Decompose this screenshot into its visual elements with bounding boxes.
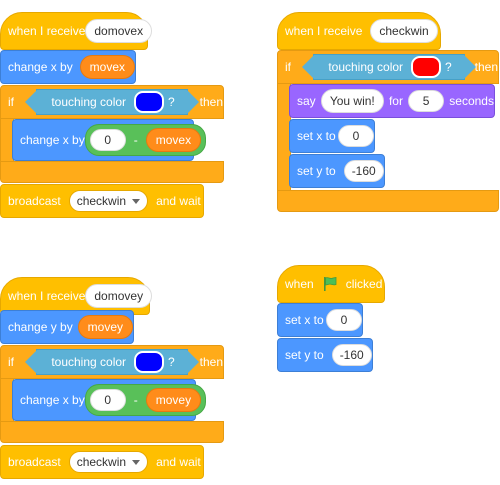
if-label: if	[8, 95, 14, 109]
change-y-block[interactable]: change y by movey	[0, 310, 134, 344]
color-swatch[interactable]	[134, 351, 165, 373]
say-for-seconds-block[interactable]: say You win! for 5 seconds	[289, 84, 495, 118]
x-input[interactable]: 0	[338, 125, 374, 147]
hat-label: when I receive	[8, 24, 86, 38]
change-x-block[interactable]: change x by movex	[0, 50, 136, 84]
when-i-receive-block[interactable]: when I receive domovey	[0, 277, 153, 315]
if-bottom-arm	[0, 161, 224, 183]
question-mark: ?	[445, 60, 452, 74]
broadcast-and-wait-block[interactable]: broadcast checkwin and wait	[0, 184, 204, 218]
color-swatch[interactable]	[134, 91, 165, 113]
touching-color-block[interactable]: touching color ?	[25, 349, 200, 375]
touching-color-block[interactable]: touching color ?	[25, 89, 200, 115]
number-input[interactable]: 0	[89, 389, 126, 411]
if-block[interactable]: if touching color ? then	[0, 345, 224, 379]
broadcast-label: broadcast	[8, 194, 61, 208]
when-label: when	[285, 277, 314, 291]
say-label: say	[297, 94, 316, 108]
say-text-input[interactable]: You win!	[320, 89, 384, 113]
then-label: then	[199, 95, 223, 109]
touching-color-label: touching color	[51, 355, 127, 369]
dropdown-text: checkwin	[76, 194, 127, 208]
and-wait-label: and wait	[156, 455, 201, 469]
inner-change-x-block[interactable]: change x by 0 - movey	[12, 379, 207, 421]
y-input[interactable]: -160	[343, 160, 384, 182]
change-x-label: change x by	[20, 133, 85, 147]
number-input[interactable]: 0	[89, 129, 126, 151]
broadcast-message-dropdown[interactable]: checkwin	[68, 451, 149, 473]
color-swatch[interactable]	[411, 56, 442, 78]
minus-sign: -	[133, 393, 138, 407]
broadcast-label: broadcast	[8, 455, 61, 469]
set-x-block[interactable]: set x to 0	[289, 119, 375, 153]
set-y-label: set y to	[285, 348, 324, 362]
touching-color-label: touching color	[51, 95, 127, 109]
x-input[interactable]: 0	[326, 309, 362, 331]
if-label: if	[8, 355, 14, 369]
y-input[interactable]: -160	[331, 344, 372, 366]
movex-variable[interactable]: movex	[145, 128, 202, 152]
if-label: if	[285, 60, 291, 74]
set-y-block[interactable]: set y to -160	[277, 338, 373, 372]
minus-sign: -	[133, 133, 138, 147]
chevron-down-icon	[132, 459, 141, 465]
inner-change-x-block[interactable]: change x by 0 - movex	[12, 119, 207, 161]
set-x-label: set x to	[285, 313, 324, 327]
when-i-receive-block[interactable]: when I receive domovex	[0, 12, 153, 50]
broadcast-and-wait-block[interactable]: broadcast checkwin and wait	[0, 445, 204, 479]
if-block[interactable]: if touching color ? then	[0, 85, 224, 119]
hat-label: when I receive	[8, 289, 86, 303]
change-x-label: change x by	[20, 393, 85, 407]
change-x-label: change x by	[8, 60, 73, 74]
when-flag-clicked-block[interactable]: when clicked	[277, 265, 385, 303]
set-x-label: set x to	[297, 129, 336, 143]
and-wait-label: and wait	[156, 194, 201, 208]
question-mark: ?	[168, 95, 175, 109]
subtract-operator[interactable]: 0 - movey	[84, 384, 207, 416]
message-dropdown[interactable]: domovex	[85, 19, 153, 43]
question-mark: ?	[168, 355, 175, 369]
movex-variable[interactable]: movex	[79, 55, 135, 79]
then-label: then	[199, 355, 223, 369]
if-block[interactable]: if touching color ? then	[277, 50, 499, 84]
message-dropdown[interactable]: domovey	[85, 284, 153, 308]
dropdown-text: checkwin	[76, 455, 127, 469]
green-flag-icon	[323, 277, 337, 291]
message-dropdown[interactable]: checkwin	[370, 19, 438, 43]
when-i-receive-block[interactable]: when I receive checkwin	[277, 12, 441, 50]
seconds-input[interactable]: 5	[408, 90, 445, 112]
touching-color-label: touching color	[328, 60, 404, 74]
broadcast-message-dropdown[interactable]: checkwin	[68, 190, 149, 212]
if-bottom-arm	[0, 421, 224, 443]
set-y-label: set y to	[297, 164, 336, 178]
hat-label: when I receive	[285, 24, 363, 38]
movey-variable[interactable]: movey	[77, 315, 133, 339]
for-label: for	[388, 94, 403, 108]
set-x-block[interactable]: set x to 0	[277, 303, 363, 337]
seconds-label: seconds	[449, 94, 494, 108]
set-y-block[interactable]: set y to -160	[289, 154, 385, 188]
movey-variable[interactable]: movey	[145, 388, 202, 412]
then-label: then	[474, 60, 498, 74]
if-bottom-arm	[277, 190, 499, 212]
chevron-down-icon	[132, 198, 141, 204]
subtract-operator[interactable]: 0 - movex	[84, 124, 207, 156]
clicked-label: clicked	[345, 277, 383, 291]
change-y-label: change y by	[8, 320, 73, 334]
touching-color-block[interactable]: touching color ?	[302, 54, 477, 80]
